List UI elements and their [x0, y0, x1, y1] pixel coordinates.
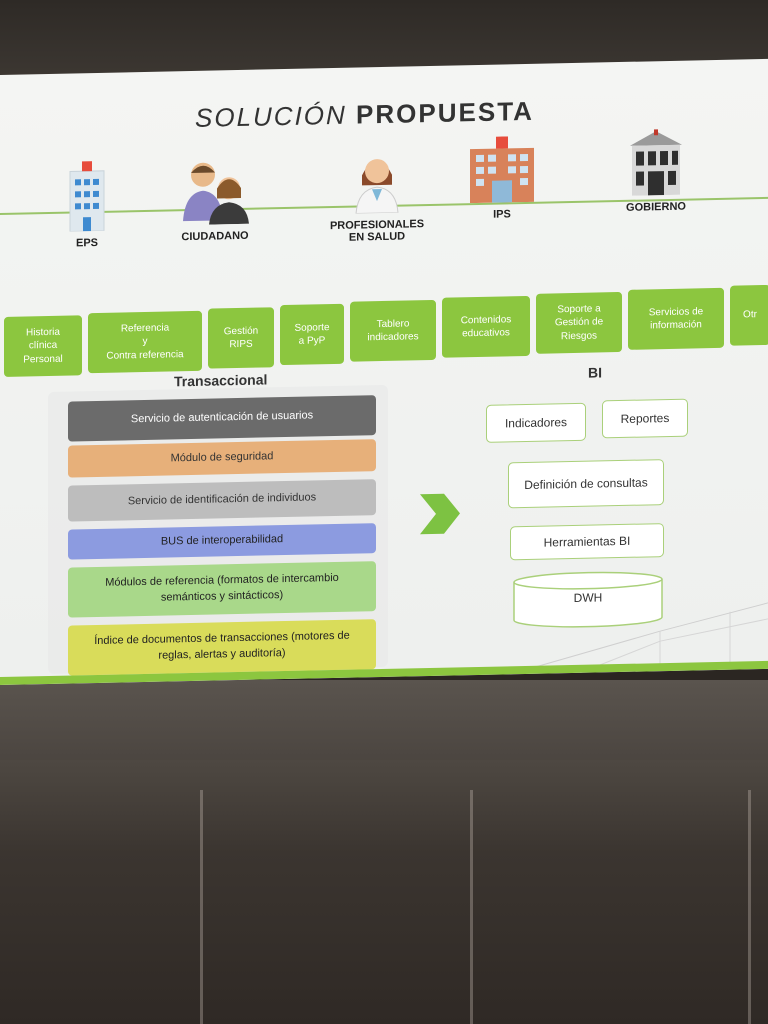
tab-label: Contenidos educativos — [460, 313, 512, 340]
bi-indicadores: Indicadores — [486, 402, 586, 443]
tab-label: Historia clínica Personal — [23, 326, 63, 366]
tab-label: Gestión RIPS — [223, 325, 259, 351]
tab-otros: Otr — [730, 284, 768, 346]
tab-referencia: Referencia y Contra referencia — [88, 310, 202, 374]
decorative-lines — [510, 602, 768, 675]
layer-label: Servicio de identificación de individuos — [127, 491, 317, 508]
actor-label: IPS — [493, 208, 511, 221]
actor-label: GOBIERNO — [626, 200, 686, 214]
ips-building-icon — [470, 136, 534, 204]
title-light: SOLUCIÓN — [195, 99, 347, 133]
layer-label: Módulo de seguridad — [170, 450, 274, 465]
layer-autenticacion: Servicio de autenticación de usuarios — [68, 395, 376, 442]
tab-soporte-riesgos: Soporte a Gestión de Riesgos — [536, 291, 622, 354]
tab-contenidos-educativos: Contenidos educativos — [442, 295, 530, 358]
layer-label: Servicio de autenticación de usuarios — [130, 409, 314, 426]
projected-slide: SOLUCIÓN PROPUESTA EPS CIUDADANO — [0, 58, 768, 685]
bi-heading: BI — [588, 364, 602, 381]
hospital-building-icon — [69, 161, 105, 232]
dwh-database-icon — [513, 571, 663, 628]
tab-label: Soporte a Gestión de Riesgos — [554, 303, 604, 343]
actor-ips: IPS — [452, 135, 552, 221]
tab-label: Referencia y Contra referencia — [106, 322, 184, 362]
layer-modulos-referencia: Módulos de referencia (formatos de inter… — [68, 561, 376, 618]
room-wall-bottom — [0, 760, 768, 1024]
bi-reportes: Reportes — [602, 398, 688, 439]
wall-panel-seam — [470, 790, 473, 1024]
layer-label: BUS de interoperabilidad — [160, 533, 284, 548]
bi-herramientas: Herramientas BI — [510, 523, 664, 561]
wall-panel-seam — [200, 790, 203, 1024]
tab-servicios-informacion: Servicios de información — [628, 287, 724, 350]
bi-definicion-consultas: Definición de consultas — [508, 459, 664, 509]
actor-eps: EPS — [32, 160, 142, 250]
tab-soporte-pyp: Soporte a PyP — [280, 303, 344, 366]
tab-label: Otr — [743, 309, 757, 321]
layer-label: Índice de documentos de transacciones (m… — [94, 629, 350, 662]
slide-title: SOLUCIÓN PROPUESTA — [195, 96, 534, 134]
layer-label: Módulos de referencia (formatos de inter… — [105, 571, 339, 604]
layer-seguridad: Módulo de seguridad — [68, 439, 376, 478]
tab-label: Servicios de información — [648, 305, 704, 332]
title-bold: PROPUESTA — [356, 95, 534, 130]
health-professional-icon — [355, 159, 399, 214]
tab-historia-clinica: Historia clínica Personal — [4, 315, 82, 377]
government-building-icon — [630, 129, 682, 196]
tab-label: Soporte a PyP — [294, 321, 330, 347]
chevron-right-icon — [420, 493, 460, 535]
actor-label: CIUDADANO — [181, 229, 249, 244]
tab-gestion-rips: Gestión RIPS — [208, 307, 274, 369]
citizens-couple-icon — [183, 162, 249, 225]
actor-label: PROFESIONALES EN SALUD — [329, 218, 425, 244]
layer-identificacion: Servicio de identificación de individuos — [68, 479, 376, 522]
actor-ciudadano: CIUDADANO — [160, 157, 270, 243]
actor-profesionales: PROFESIONALES EN SALUD — [312, 148, 442, 245]
actor-label: EPS — [75, 236, 98, 250]
transaccional-heading: Transaccional — [174, 371, 268, 390]
tab-label: Tablero indicadores — [367, 317, 419, 344]
wall-panel-seam — [748, 790, 751, 1024]
actor-gobierno: GOBIERNO — [606, 128, 706, 214]
tab-tablero-indicadores: Tablero indicadores — [350, 299, 436, 362]
layer-indice-documentos: Índice de documentos de transacciones (m… — [68, 619, 376, 676]
